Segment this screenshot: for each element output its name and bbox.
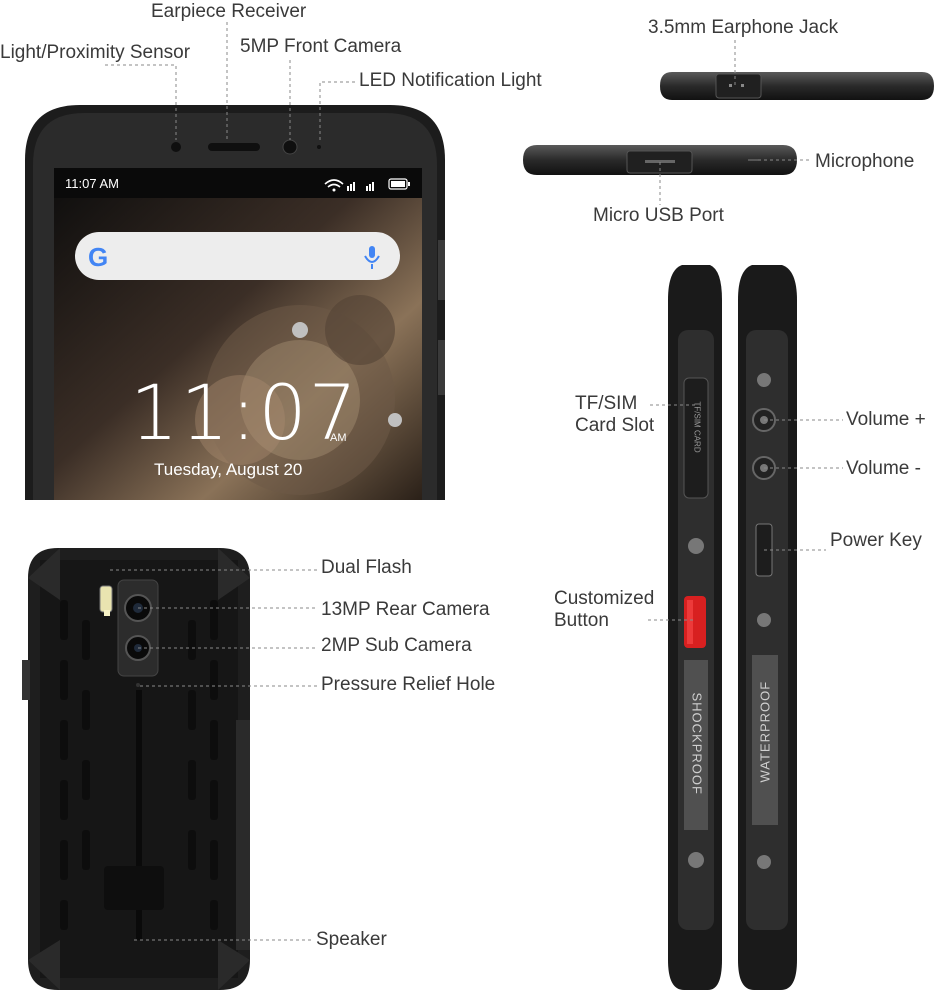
back-phone	[22, 548, 250, 990]
label-volume-up: Volume +	[846, 409, 926, 430]
label-speaker: Speaker	[316, 929, 387, 950]
label-dual-flash: Dual Flash	[321, 557, 412, 578]
status-time: 11:07 AM	[65, 176, 119, 191]
lockscreen-date: Tuesday, August 20	[154, 460, 303, 479]
label-tf-sim-line1: TF/SIM	[575, 393, 638, 414]
battery-icon	[388, 178, 410, 190]
label-front-camera: 5MP Front Camera	[240, 36, 402, 57]
card-slot-text: TF/SIM CARD	[692, 401, 702, 453]
label-tf-sim-line2: Card Slot	[575, 414, 655, 436]
label-sub-camera: 2MP Sub Camera	[321, 635, 472, 656]
label-light-proximity-sensor: Light/Proximity Sensor	[0, 42, 191, 63]
left-side-view	[668, 265, 722, 990]
label-earphone-jack: 3.5mm Earphone Jack	[648, 17, 839, 38]
label-power-key: Power Key	[830, 530, 922, 551]
label-customized-button: Customized Button	[554, 588, 654, 632]
lockscreen-clock: 11:07	[130, 368, 360, 457]
label-led-notification-light: LED Notification Light	[359, 70, 542, 91]
signal-icon	[347, 182, 374, 191]
label-rear-camera: 13MP Rear Camera	[321, 599, 490, 620]
shockproof-text: SHOCKPROOF	[689, 692, 705, 795]
label-tf-sim-card-slot: TF/SIM Card Slot	[575, 393, 654, 437]
callout-lines	[105, 22, 843, 941]
label-pressure-relief-hole: Pressure Relief Hole	[321, 674, 496, 695]
lockscreen-clock-suffix: AM	[330, 432, 347, 444]
label-customized-line1: Customized	[554, 588, 655, 609]
label-volume-down: Volume -	[846, 458, 921, 479]
front-phone: G	[25, 105, 445, 500]
waterproof-text: WATERPROOF	[757, 680, 773, 783]
label-micro-usb-port: Micro USB Port	[593, 205, 724, 226]
label-earpiece-receiver: Earpiece Receiver	[151, 1, 307, 22]
top-edge-view	[660, 72, 934, 100]
label-microphone: Microphone	[815, 151, 915, 172]
label-customized-line2: Button	[554, 609, 609, 631]
svg-text:G: G	[88, 242, 108, 272]
right-side-view	[738, 265, 797, 990]
wifi-icon	[324, 179, 344, 192]
